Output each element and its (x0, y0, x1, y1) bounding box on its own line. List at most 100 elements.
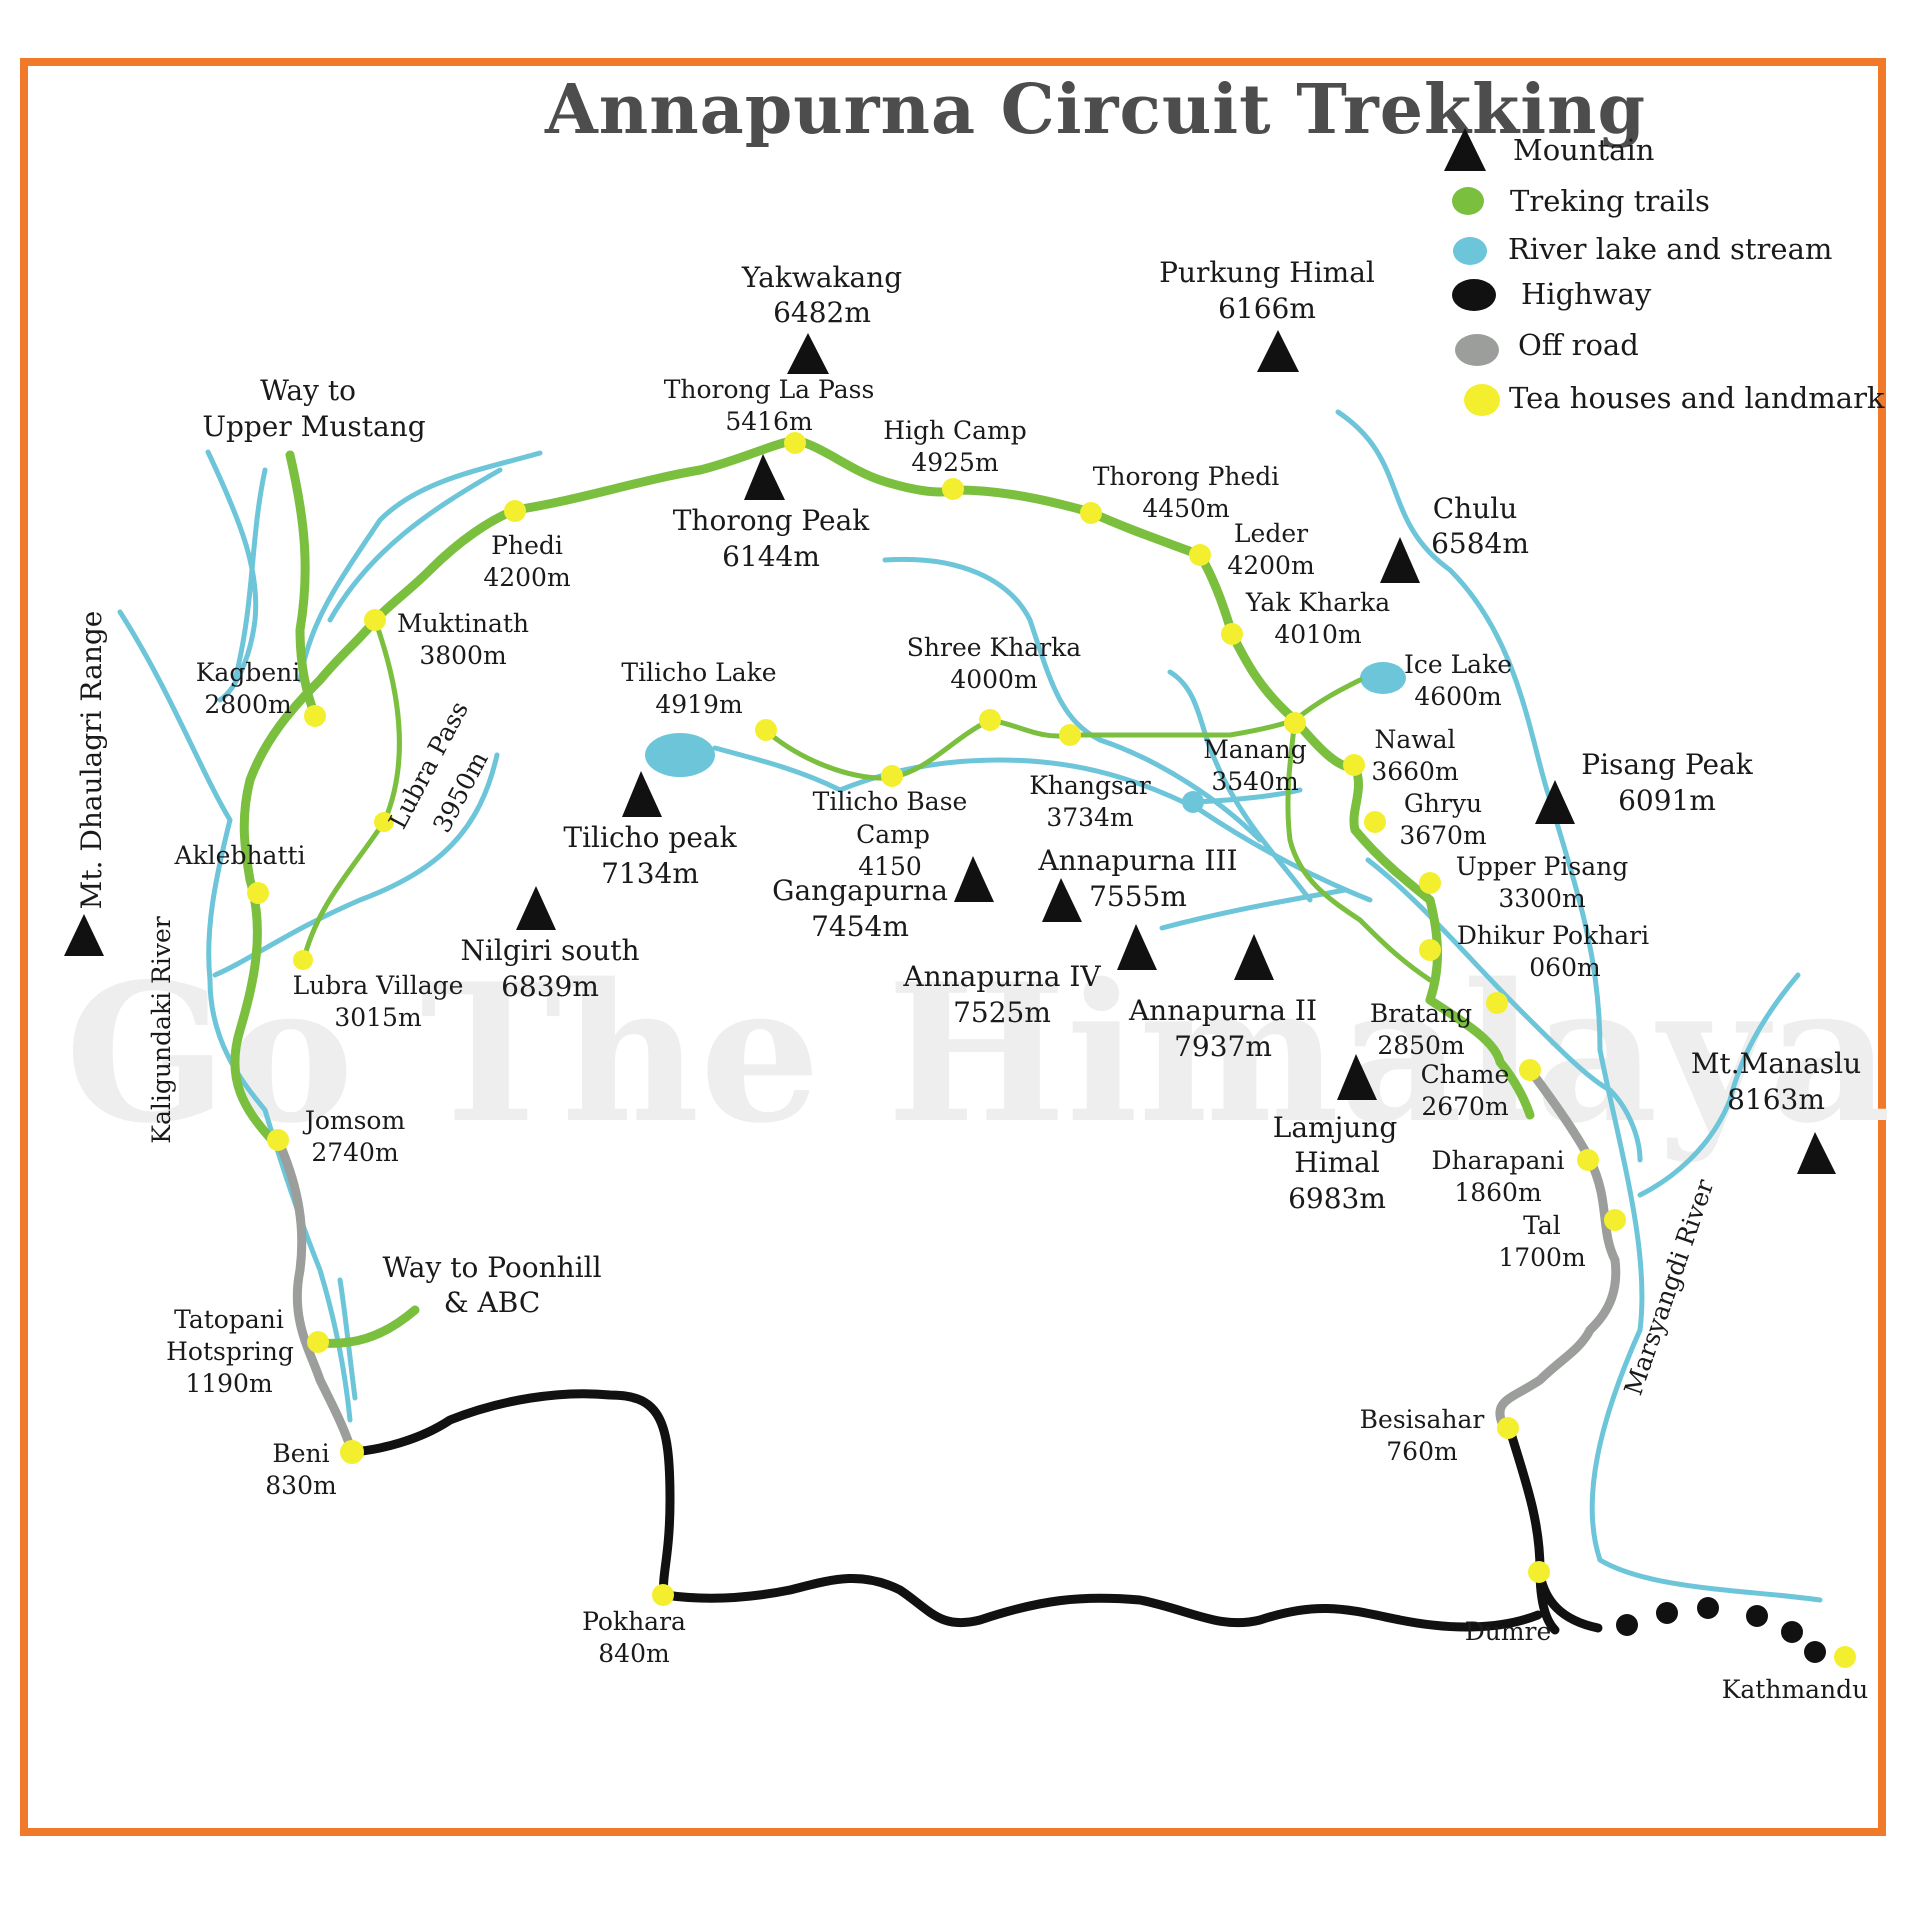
yakwakang-mountain-icon (787, 333, 829, 374)
purkung-elev: 6166m (1218, 292, 1316, 325)
lamjung-name1: Lamjung (1273, 1111, 1398, 1144)
watermark-text: Go The Himalaya Treks (65, 942, 1920, 1165)
upper-pisang-elev: 3300m (1498, 884, 1586, 913)
thorong-phedi-elev: 4450m (1142, 494, 1230, 523)
map-title: Annapurna Circuit Trekking (544, 70, 1646, 150)
legend: Mountain Treking trails River lake and s… (1444, 128, 1885, 416)
khangsar-dot (1059, 724, 1081, 746)
tilicho-peak-elev: 7134m (601, 857, 699, 890)
beni-elev: 830m (265, 1471, 337, 1500)
tilicho-lake-shape (645, 733, 715, 777)
pisang-peak-name: Pisang Peak (1581, 748, 1754, 781)
tilicho-lake-name: Tilicho Lake (621, 658, 776, 687)
nilgiri-mountain-icon (516, 886, 556, 930)
dhikur-elev: 060m (1529, 953, 1601, 982)
map-frame (20, 58, 1886, 1836)
khangsar-name: Khangsar (1029, 771, 1151, 800)
poonhill-line2: & ABC (444, 1286, 541, 1319)
chame-dot (1519, 1059, 1541, 1081)
annapurna-stream (1159, 887, 1348, 931)
muktinath-dot (364, 609, 386, 631)
upper-mustang-line2: Upper Mustang (202, 410, 425, 443)
chame-elev: 2670m (1421, 1092, 1509, 1121)
annapurna3-name: Annapurna III (1037, 844, 1237, 877)
beni-pokhara-dumre-highway (347, 1389, 1543, 1632)
muktinath-elev: 3800m (419, 641, 507, 670)
mustang-stream-2 (297, 450, 543, 683)
gangapurna-mountain-icon (954, 856, 994, 902)
ice-lake-trail (1292, 677, 1363, 723)
legend-teahouse-swatch (1464, 384, 1500, 416)
kathmandu-dot (1834, 1646, 1856, 1668)
kathmandu-name: Kathmandu (1722, 1675, 1869, 1704)
annapurna4-mountain-icon (1117, 924, 1157, 970)
tal-elev: 1700m (1498, 1243, 1586, 1272)
chame-name: Chame (1421, 1060, 1510, 1089)
legend-mountain-label: Mountain (1513, 133, 1654, 167)
pokhara-dot (652, 1584, 674, 1606)
lamjung-elev: 6983m (1288, 1182, 1386, 1215)
tatopani-name1: Tatopani (174, 1305, 284, 1334)
shree-kharka-dot (979, 709, 1001, 731)
ghryu-name: Ghryu (1404, 789, 1482, 818)
manang-dot (1284, 712, 1306, 734)
nawal-dot (1343, 754, 1365, 776)
thorong-phedi-name: Thorong Phedi (1093, 462, 1280, 491)
tilicho-base-dot (881, 765, 903, 787)
lamjung-mountain-icon (1337, 1054, 1377, 1100)
tatopani-dot (307, 1331, 329, 1353)
tilicho-outflow (712, 745, 1373, 903)
lamjung-name2: Himal (1294, 1146, 1380, 1179)
tal-dot (1604, 1209, 1626, 1231)
ghryu-dot (1364, 811, 1386, 833)
trails (230, 435, 1535, 1348)
marsyangdi-river-line (1589, 1047, 1823, 1603)
bratang-name: Bratang (1370, 999, 1472, 1028)
ice-lake-elev: 4600m (1414, 682, 1502, 711)
offroad (273, 1065, 1621, 1457)
tatopani-elev: 1190m (185, 1369, 273, 1398)
dhikur-dot (1419, 939, 1441, 961)
tal-name: Tal (1523, 1211, 1561, 1240)
khangsar-stream (882, 556, 1263, 843)
leder-elev: 4200m (1227, 551, 1315, 580)
aklebhatti-dot (247, 882, 269, 904)
tilicho-peak-name: Tilicho peak (563, 821, 737, 854)
chulu-elev: 6584m (1431, 527, 1529, 560)
lubra-pass-dot (374, 812, 394, 832)
dumre-name: Dumre (1465, 1617, 1552, 1646)
legend-offroad-swatch (1455, 334, 1499, 366)
purkung-mountain-icon (1257, 330, 1299, 372)
tilicho-lake-trail-dot (755, 719, 777, 741)
thorong-peak-name: Thorong Peak (673, 504, 871, 537)
bratang-dot (1486, 992, 1508, 1014)
jomsom-dot (267, 1129, 289, 1151)
manaslu-elev: 8163m (1727, 1083, 1825, 1116)
tatopani-name2: Hotspring (166, 1337, 294, 1366)
yak-kharka-elev: 4010m (1274, 620, 1362, 649)
besisahar-name: Besisahar (1360, 1405, 1485, 1434)
phedi-elev: 4200m (483, 563, 571, 592)
yak-kharka-dot (1221, 623, 1243, 645)
muktinath-stream (327, 467, 503, 623)
yak-kharka-name: Yak Kharka (1245, 588, 1390, 617)
poonhill-trail (315, 1305, 420, 1348)
chulu-name: Chulu (1433, 492, 1517, 525)
dharapani-name: Dharapani (1432, 1146, 1565, 1175)
nawal-elev: 3660m (1371, 757, 1459, 786)
thorong-peak-elev: 6144m (722, 540, 820, 573)
kagbeni-mustang-trail (285, 450, 320, 720)
dharapani-dot (1577, 1149, 1599, 1171)
ice-lake-name: Ice Lake (1404, 650, 1512, 679)
beni-river (337, 1277, 358, 1401)
gangapurna-name: Gangapurna (772, 874, 948, 907)
thorong-phedi-dot (1080, 502, 1102, 524)
tilicho-base-line2: Camp (856, 820, 930, 849)
tilicho-peak-mountain-icon (622, 771, 662, 817)
manang-stream-south (1192, 787, 1303, 805)
kaligundaki-label: Kaligundaki River (147, 916, 176, 1144)
pisang-peak-mountain-icon (1535, 780, 1575, 824)
nilgiri-elev: 6839m (501, 970, 599, 1003)
high-camp-dot (942, 478, 964, 500)
